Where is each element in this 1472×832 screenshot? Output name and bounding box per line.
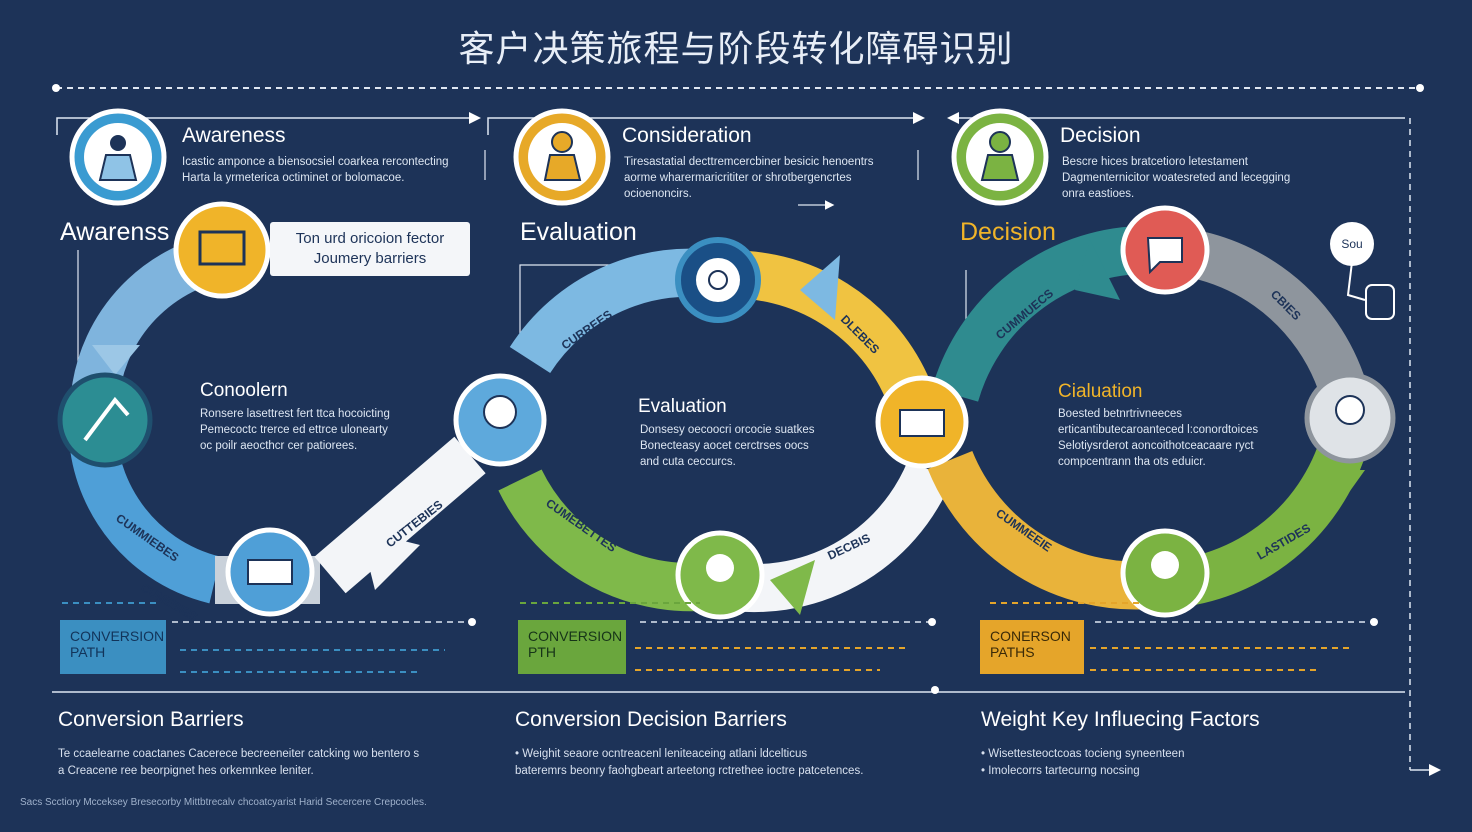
page-title: 客户决策旅程与阶段转化障碍识别 <box>458 29 1014 70</box>
medallion-target-icon <box>675 237 761 323</box>
desc-line: • Weighit seaore ocntreacenl leniteacein… <box>515 748 808 760</box>
callout-line: Ton urd oricoion fector <box>295 230 445 247</box>
desc-line: a Creacene ree beorpignet hes orkemnkee … <box>58 765 314 777</box>
desc-line: • Wisettesteoctcoas tocieng syneenteen <box>981 748 1185 760</box>
medallion-profile-icon <box>453 373 547 467</box>
journey-barriers-callout: Ton urd oricoion fector Joumery barriers <box>270 222 470 276</box>
conversion-path-badge: CONVERSION PATH <box>60 620 166 674</box>
stage-desc-awareness: Icastic amponce a biensocsiel coarkea re… <box>182 154 472 186</box>
desc-line: erticantibutecaroanteced l:conordtoices <box>1058 424 1259 436</box>
inner-heading-middle: Evaluation <box>638 396 727 417</box>
stage-heading-consideration: Consideration <box>622 124 752 147</box>
footer-desc-decision-barriers: • Weighit seaore ocntreacenl leniteacein… <box>515 746 935 780</box>
desc-line: Ronsere lasettrest fert ttca hocoicting <box>200 408 390 420</box>
source-note: Sacs Scctiory Mcceksey Bresecorby Mittbt… <box>20 797 427 808</box>
document-icon <box>1365 284 1395 320</box>
medallion-chat-icon <box>1120 205 1210 295</box>
desc-line: Te ccaelearne coactanes Cacerece becreen… <box>58 748 420 760</box>
desc-line: Donsesy oecoocri orcocie suatkes <box>640 424 815 436</box>
inner-heading-right: Cialuation <box>1058 381 1143 402</box>
desc-line: aorme wharermaricrititer or shrotbergenc… <box>624 172 852 184</box>
inner-heading-left: Conoolern <box>200 380 288 401</box>
desc-line: Harta la yrmeterica octiminet or bolomac… <box>182 172 405 184</box>
callout-line: Joumery barriers <box>313 250 427 267</box>
conversion-path-badge: CONVERSION PTH <box>518 620 626 674</box>
footer-desc-factors: • Wisettesteoctcoas tocieng syneenteen •… <box>981 746 1361 780</box>
medallion-barrier-icon <box>173 201 271 299</box>
stage-icon-awareness <box>69 108 167 206</box>
footer-heading-barriers: Conversion Barriers <box>58 708 244 731</box>
desc-line: Bonecteasy aocet cerctrses oocs <box>640 440 809 452</box>
footer-desc-barriers: Te ccaelearne coactanes Cacerece becreen… <box>58 746 478 780</box>
desc-line: ocioenoncirs. <box>624 188 692 200</box>
desc-line: Pemecoctc trerce ed ettrce ulonearty <box>200 424 388 436</box>
inner-desc-left: Ronsere lasettrest fert ttca hocoicting … <box>200 406 420 454</box>
medallion-chart-icon <box>225 527 315 617</box>
medallion-advisor-icon <box>1304 372 1396 464</box>
medallion-teal-icon <box>57 372 153 468</box>
medallion-team-icon <box>1120 528 1210 618</box>
footer-heading-factors: Weight Key Influecing Factors <box>981 708 1260 731</box>
desc-line: bateremrs beonry faohgbeart arteetong rc… <box>515 765 864 777</box>
medallion-group-icon <box>675 530 765 620</box>
desc-line: oc poilr aeocthcr cer patiorees. <box>200 440 358 452</box>
desc-line: compcentrann tha ots eduicr. <box>1058 456 1206 468</box>
stage-desc-decision: Bescre hices bratcetioro letestament Dag… <box>1062 154 1342 202</box>
desc-line: onra eastioes. <box>1062 188 1135 200</box>
desc-line: Boested betnrtrivneeces <box>1058 408 1183 420</box>
inner-desc-right: Boested betnrtrivneeces erticantibutecar… <box>1058 406 1298 470</box>
desc-line: Bescre hices bratcetioro letestament <box>1062 156 1249 168</box>
loop-heading-right: Decision <box>960 218 1056 246</box>
desc-line: • Imolecorrs tartecurng nocsing <box>981 765 1140 777</box>
stage-heading-awareness: Awareness <box>182 124 286 147</box>
stage-icon-decision <box>951 108 1049 206</box>
desc-line: Tiresastatial decttremcercbiner besicic … <box>624 156 874 168</box>
medallion-ideas-icon <box>875 375 969 469</box>
conversion-path-badge: CONERSON PATHS <box>980 620 1084 674</box>
desc-line: Selotiysrderot aoncoithotceacaare ryct <box>1058 440 1254 452</box>
speech-bubble: Sou <box>1330 222 1374 266</box>
loop-heading-left: Awarenss <box>60 218 170 246</box>
desc-line: Icastic amponce a biensocsiel coarkea re… <box>182 156 449 168</box>
inner-desc-middle: Donsesy oecoocri orcocie suatkes Bonecte… <box>640 422 840 470</box>
stage-heading-decision: Decision <box>1060 124 1141 147</box>
desc-line: and cuta ceccurcs. <box>640 456 736 468</box>
stage-desc-consideration: Tiresastatial decttremcercbiner besicic … <box>624 154 894 202</box>
desc-line: Dagmenternicitor woatesreted and leceggi… <box>1062 172 1291 184</box>
footer-heading-decision-barriers: Conversion Decision Barriers <box>515 708 787 731</box>
stage-icon-consideration <box>513 108 611 206</box>
loop-heading-middle: Evaluation <box>520 218 637 246</box>
